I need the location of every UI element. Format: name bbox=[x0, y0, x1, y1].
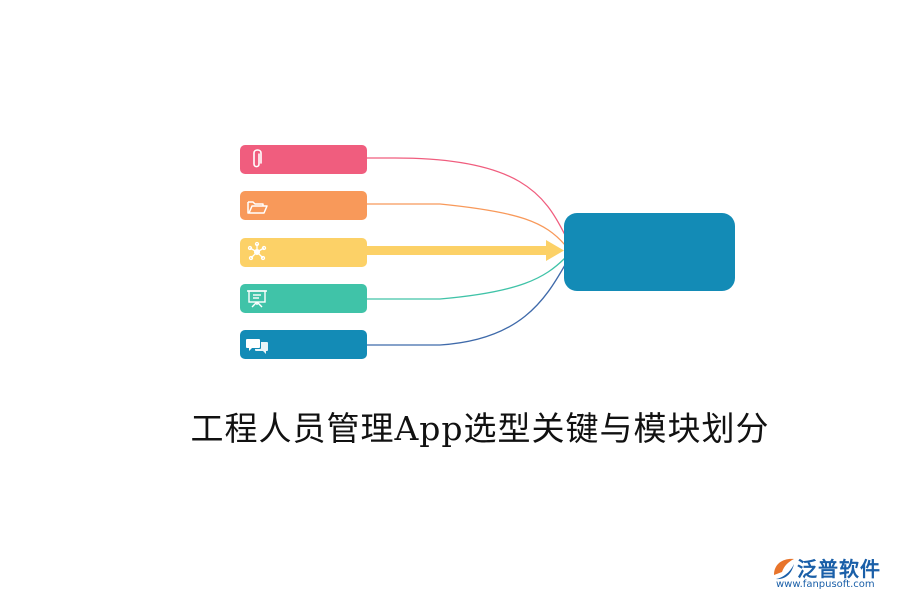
connector-1 bbox=[366, 157, 566, 236]
chat-bubbles-icon bbox=[246, 339, 268, 354]
fanpu-logo-icon bbox=[774, 558, 794, 580]
watermark: 泛普软件 www.fanpusoft.com bbox=[770, 553, 895, 597]
watermark-url: www.fanpusoft.com bbox=[776, 579, 875, 590]
central-arrow-head bbox=[546, 240, 564, 261]
central-arrow-shaft bbox=[366, 246, 548, 255]
node-2[interactable] bbox=[240, 191, 367, 220]
folder-icon bbox=[247, 201, 268, 214]
node-4[interactable] bbox=[240, 284, 367, 313]
connector-2 bbox=[366, 203, 566, 246]
node-1[interactable] bbox=[240, 145, 367, 174]
page-title: 工程人员管理App选型关键与模块划分 bbox=[190, 409, 770, 448]
presentation-board-icon bbox=[247, 290, 267, 308]
paperclip-icon bbox=[253, 149, 262, 168]
connector-5 bbox=[366, 264, 566, 346]
node-5[interactable] bbox=[240, 330, 367, 359]
central-hub-box[interactable] bbox=[564, 213, 735, 291]
network-icon bbox=[247, 241, 267, 261]
watermark-brand-name: 泛普软件 bbox=[797, 557, 881, 581]
connector-4 bbox=[366, 257, 566, 300]
node-3[interactable] bbox=[240, 238, 367, 267]
